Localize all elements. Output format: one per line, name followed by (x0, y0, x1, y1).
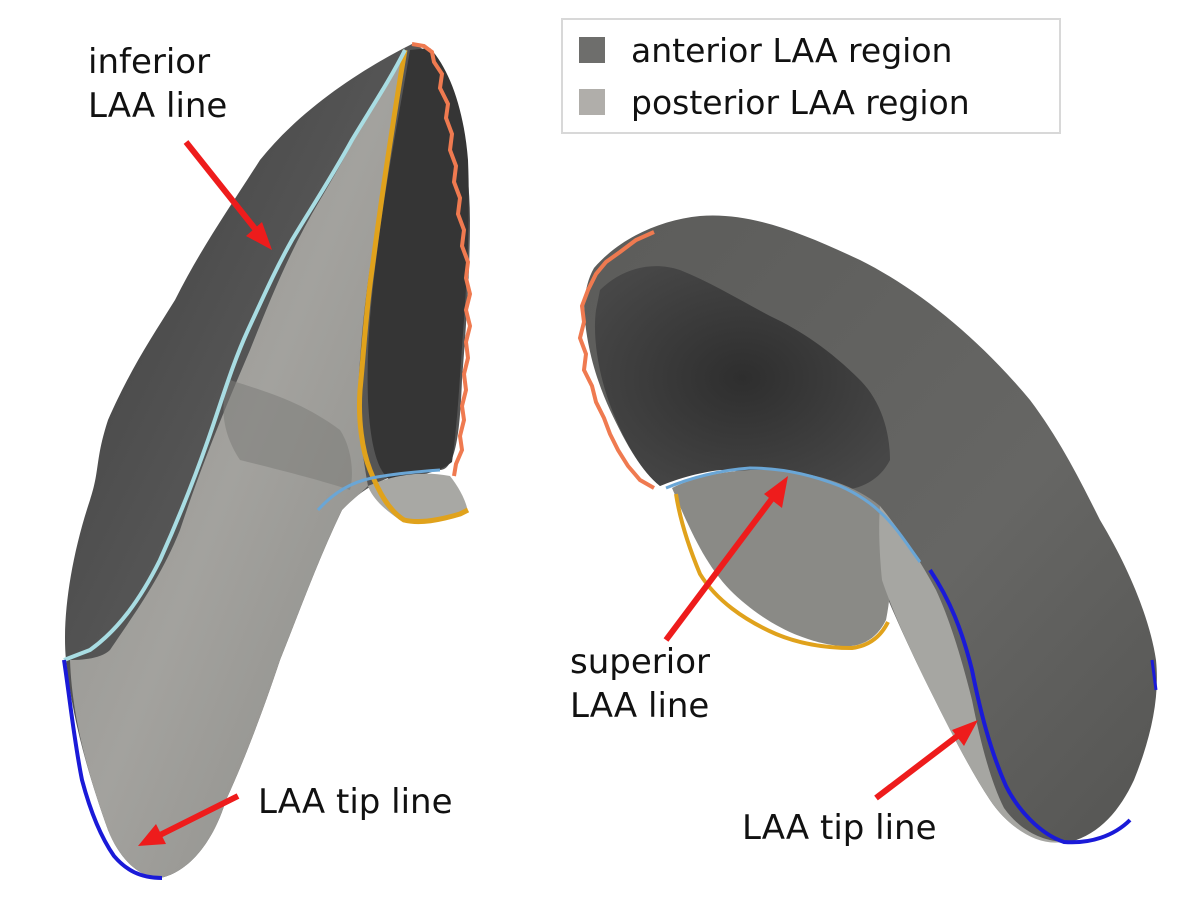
legend: anterior LAA region posterior LAA region (561, 18, 1061, 134)
legend-item-anterior: anterior LAA region (579, 28, 952, 72)
arrow-tip-right (874, 720, 978, 801)
left-ostium-line (357, 49, 470, 525)
right-laa (577, 215, 1158, 845)
inferior-line-label-line1: inferior (88, 42, 211, 82)
legend-item-posterior: posterior LAA region (579, 80, 970, 124)
legend-swatch-posterior (579, 89, 605, 115)
left-laa (62, 42, 473, 880)
inferior-line-label-line2: LAA line (88, 86, 228, 126)
right-tip-line (928, 568, 1132, 845)
right-cavity (594, 266, 890, 490)
arrow-tip-left (138, 793, 240, 846)
left-cut-edge (411, 42, 473, 477)
right-superior-line (665, 466, 922, 563)
left-tip-line (62, 659, 163, 880)
left-posterior-region (70, 48, 405, 878)
inferior-line-label: inferior LAA line (88, 40, 227, 128)
right-edge-tick (1150, 659, 1158, 691)
left-cavity (367, 48, 469, 480)
tip-line-label-left: LAA tip line (258, 780, 453, 824)
arrow-superior (663, 476, 788, 642)
legend-label-anterior: anterior LAA region (631, 30, 953, 70)
superior-line-label: superior LAA line (570, 640, 710, 728)
right-cut-edge (577, 230, 655, 490)
tip-line-label-right-text: LAA tip line (742, 808, 937, 848)
right-posterior-pocket (672, 469, 891, 647)
left-superior-line (316, 468, 441, 511)
right-ostium-line (674, 493, 890, 651)
legend-swatch-anterior (579, 37, 605, 63)
tip-line-label-left-text: LAA tip line (258, 782, 453, 822)
arrows (138, 140, 978, 846)
right-posterior-strip (879, 506, 1062, 843)
left-inner-shadow (223, 380, 352, 490)
superior-line-label-line2: LAA line (570, 686, 710, 726)
arrow-inferior (183, 140, 272, 250)
superior-line-label-line1: superior (570, 642, 710, 682)
tip-line-label-right: LAA tip line (742, 806, 937, 850)
left-inferior-line (63, 49, 407, 662)
legend-label-posterior: posterior LAA region (631, 82, 970, 122)
